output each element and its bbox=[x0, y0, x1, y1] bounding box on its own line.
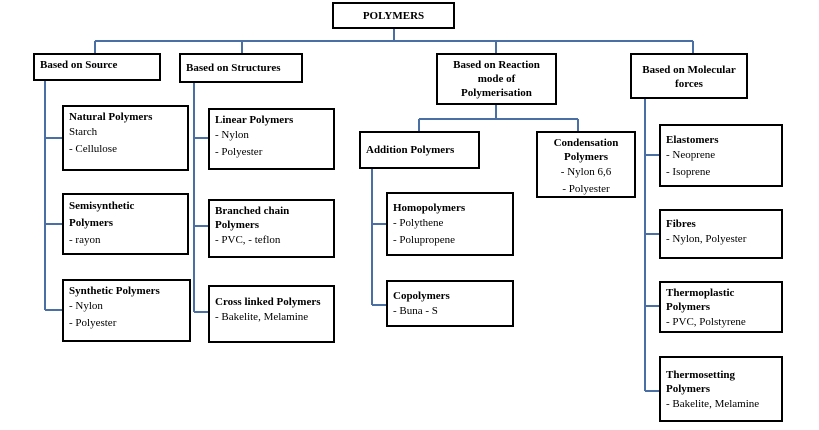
category-structures: Based on Structures bbox=[179, 53, 303, 83]
node-cross-linked-polymers: Cross linked Polymers - Bakelite, Melami… bbox=[208, 285, 335, 343]
node-condensation-polymers: Condensation Polymers - Nylon 6,6 - Poly… bbox=[536, 131, 636, 198]
node-title: Cross linked Polymers bbox=[215, 296, 321, 308]
category-label: Based on Molecular forces bbox=[642, 64, 736, 90]
category-reaction: Based on Reaction mode of Polymerisation bbox=[436, 53, 557, 105]
node-natural-polymers: Natural Polymers Starch - Cellulose bbox=[62, 105, 189, 171]
node-title: Copolymers bbox=[393, 290, 450, 302]
node-title: Semisynthetic Polymers bbox=[69, 200, 135, 229]
node-thermosetting-polymers: Thermosetting Polymers - Bakelite, Melam… bbox=[659, 356, 783, 422]
node-title: Linear Polymers bbox=[215, 114, 294, 126]
node-title: Addition Polymers bbox=[366, 144, 455, 156]
category-label: Based on Source bbox=[40, 59, 118, 71]
node-item: - Bakelite, Melamine bbox=[215, 311, 309, 323]
node-item: - Isoprene bbox=[666, 166, 711, 178]
node-item: - Neoprene bbox=[666, 149, 716, 161]
node-thermoplastic-polymers: Thermoplastic Polymers - PVC, Polstyrene bbox=[659, 281, 783, 333]
node-item: - PVC, - teflon bbox=[215, 234, 281, 246]
node-item: - Bakelite, Melamine bbox=[666, 398, 760, 410]
node-homopolymers: Homopolymers - Polythene - Polupropene bbox=[386, 192, 514, 256]
node-item: - Polupropene bbox=[393, 234, 456, 246]
node-addition-polymers: Addition Polymers bbox=[359, 131, 480, 169]
node-item: - Cellulose bbox=[69, 143, 117, 155]
node-item: - Nylon 6,6 bbox=[560, 166, 612, 178]
category-label: Based on Reaction mode of Polymerisation bbox=[453, 59, 540, 99]
node-item: - Buna - S bbox=[393, 305, 438, 317]
node-elastomers: Elastomers - Neoprene - Isoprene bbox=[659, 124, 783, 187]
node-linear-polymers: Linear Polymers - Nylon - Polyester bbox=[208, 108, 335, 170]
node-synthetic-polymers: Synthetic Polymers - Nylon - Polyester bbox=[62, 279, 191, 342]
node-semisynthetic-polymers: Semisynthetic Polymers - rayon bbox=[62, 193, 189, 255]
node-item: - Nylon bbox=[215, 129, 249, 141]
node-title: Thermosetting Polymers bbox=[666, 369, 736, 395]
node-fibres: Fibres - Nylon, Polyester bbox=[659, 209, 783, 259]
node-item: - PVC, Polstyrene bbox=[666, 316, 746, 328]
node-title: Thermoplastic Polymers bbox=[666, 287, 735, 313]
category-label: Based on Structures bbox=[186, 62, 281, 74]
node-title: Elastomers bbox=[666, 134, 719, 146]
category-source: Based on Source bbox=[33, 53, 161, 81]
node-item: - Polyester bbox=[215, 146, 263, 158]
node-item: Starch bbox=[69, 126, 98, 138]
node-item: - Nylon bbox=[69, 300, 103, 312]
node-copolymers: Copolymers - Buna - S bbox=[386, 280, 514, 327]
node-branched-chain-polymers: Branched chain Polymers - PVC, - teflon bbox=[208, 199, 335, 258]
node-title: Fibres bbox=[666, 218, 696, 230]
node-title: Branched chain Polymers bbox=[215, 205, 290, 231]
node-title: Homopolymers bbox=[393, 202, 466, 214]
root-node: POLYMERS bbox=[332, 2, 455, 29]
node-title: Synthetic Polymers bbox=[69, 285, 160, 297]
node-title: Condensation Polymers bbox=[553, 137, 619, 163]
category-molecular: Based on Molecular forces bbox=[630, 53, 748, 99]
node-item: - Polyester bbox=[562, 183, 610, 195]
node-item: - Nylon, Polyester bbox=[666, 233, 747, 245]
node-item: - Polythene bbox=[393, 217, 444, 229]
node-title: Natural Polymers bbox=[69, 111, 153, 123]
node-item: - Polyester bbox=[69, 317, 117, 329]
node-item: - rayon bbox=[69, 234, 101, 246]
